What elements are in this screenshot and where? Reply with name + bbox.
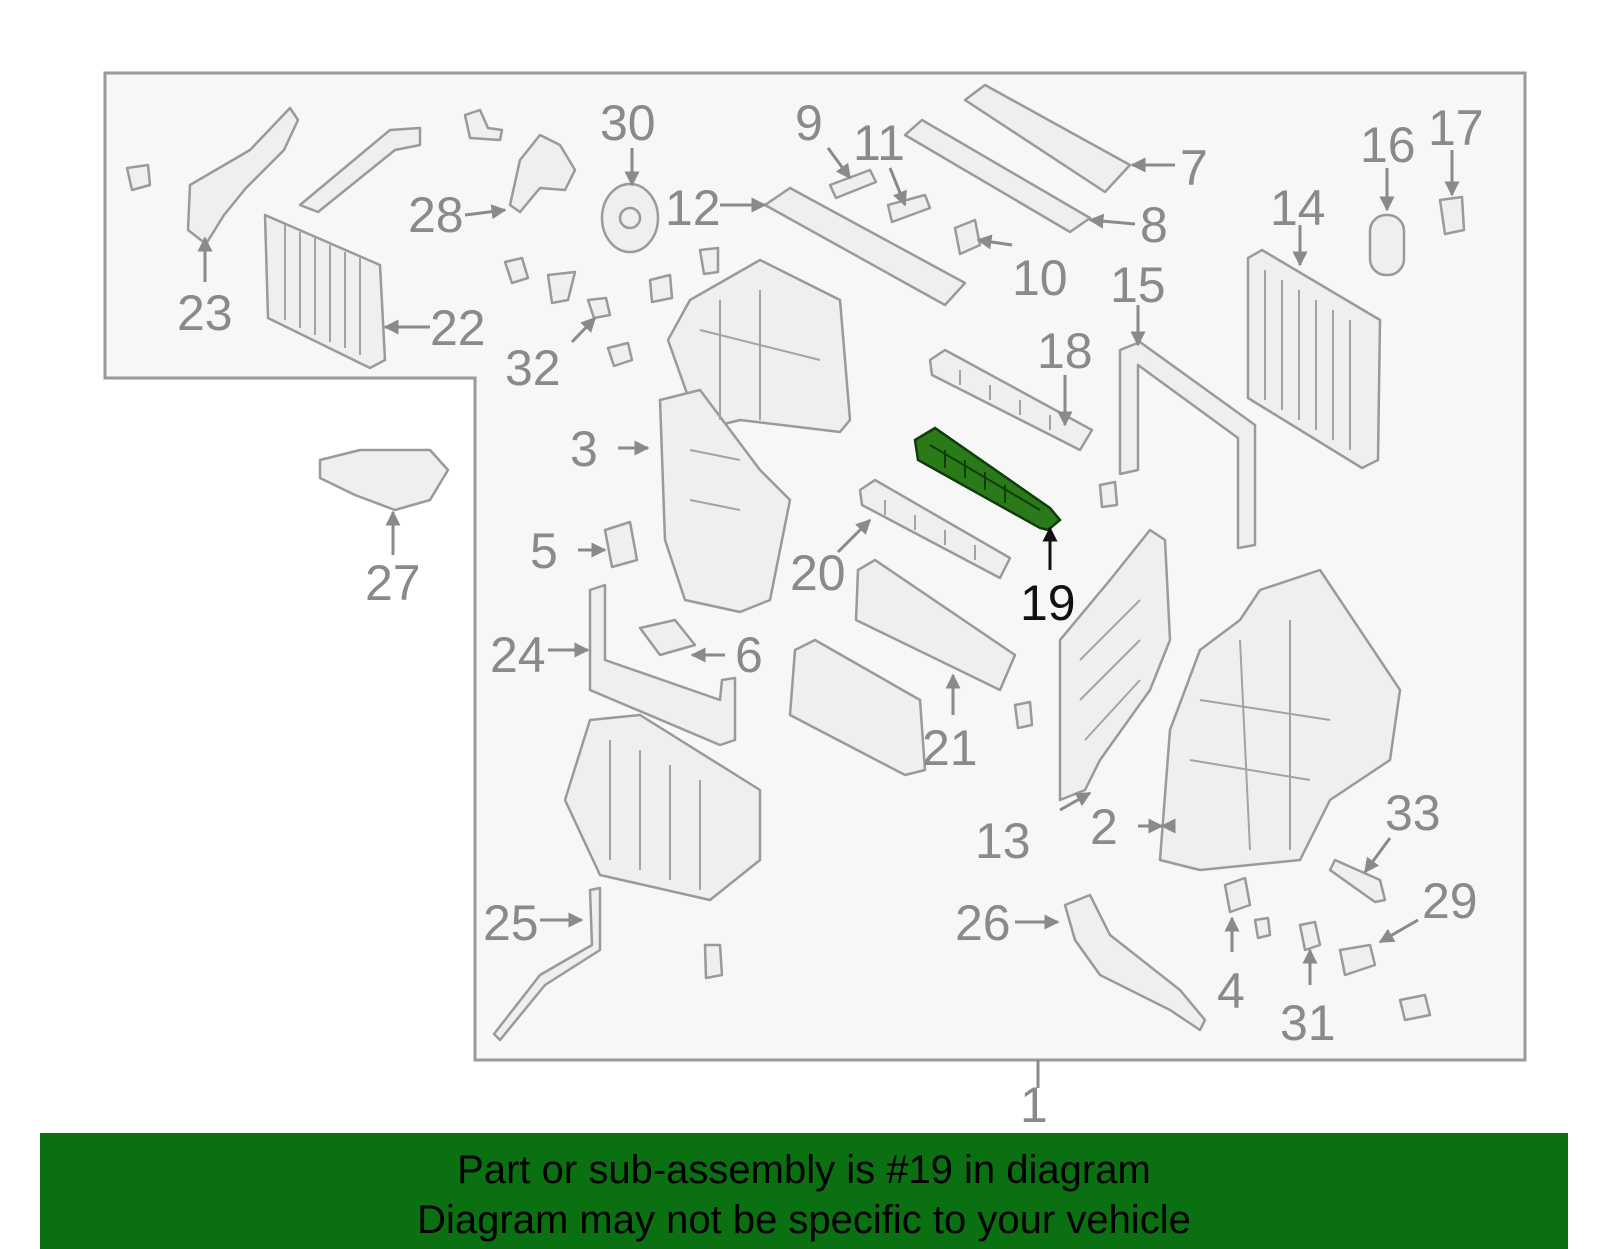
callout-24: 24: [490, 627, 546, 683]
part-31-29-33-small: [1253, 858, 1432, 1022]
part-3-case-upper: [658, 258, 852, 614]
callout-26: 26: [955, 895, 1011, 951]
callout-8: 8: [1140, 197, 1168, 253]
callout-18: 18: [1037, 323, 1093, 379]
banner-line-1: Part or sub-assembly is #19 in diagram: [457, 1148, 1151, 1192]
callout-32: 32: [505, 340, 561, 396]
part-19-highlighted[interactable]: [913, 426, 1062, 532]
part-20-door: [858, 478, 1012, 580]
part-18-door: [928, 348, 1094, 452]
callout-4: 4: [1217, 963, 1245, 1019]
callout-2: 2: [1090, 799, 1118, 855]
callout-29: 29: [1422, 873, 1478, 929]
part-14-evaporator: [1246, 248, 1382, 470]
part-16-17-grommets: [1368, 195, 1466, 277]
part-4-gasket: [1223, 876, 1252, 914]
part-13-case-side: [1058, 528, 1172, 802]
part-25-blower-case: [492, 713, 762, 1042]
part-15-seal-frame: [1118, 340, 1257, 550]
callout-10: 10: [1012, 250, 1068, 306]
part-27-duct: [318, 448, 450, 512]
callout-27: 27: [365, 555, 421, 611]
part-9-10-11-pads: [828, 168, 982, 256]
part-12-seal-strip: [763, 186, 967, 307]
bolts: [1013, 480, 1119, 730]
part-26-duct: [1063, 893, 1207, 1032]
part-22-heater-core: [263, 126, 422, 370]
callout-30: 30: [600, 95, 656, 151]
callout-31: 31: [1280, 995, 1336, 1051]
part-5-6-gaskets: [603, 520, 697, 657]
callout-7: 7: [1180, 140, 1208, 196]
callout-23: 23: [177, 285, 233, 341]
callout-5: 5: [530, 523, 558, 579]
callout-16: 16: [1360, 117, 1416, 173]
callout-33: 33: [1385, 785, 1441, 841]
callout-21: 21: [922, 720, 978, 776]
part-32-clips: [503, 246, 720, 368]
callout-19-highlighted: 19: [1020, 575, 1076, 631]
callout-13: 13: [975, 813, 1031, 869]
part-30-motor: [600, 182, 660, 254]
callout-28: 28: [408, 187, 464, 243]
callout-12: 12: [665, 180, 721, 236]
callout-25: 25: [483, 895, 539, 951]
callout-22: 22: [430, 300, 486, 356]
info-banner: Part or sub-assembly is #19 in diagram D…: [40, 1133, 1568, 1249]
callout-3: 3: [570, 421, 598, 477]
part-28-actuator: [463, 108, 577, 214]
leader-lines: [197, 147, 1460, 985]
callout-15: 15: [1110, 257, 1166, 313]
part-21-door: [788, 558, 1017, 777]
part-23-bracket: [125, 106, 300, 246]
callout-6: 6: [735, 627, 763, 683]
callout-20: 20: [790, 545, 846, 601]
callout-11: 11: [853, 115, 905, 171]
part-24-bracket: [588, 583, 737, 747]
callout-9: 9: [795, 95, 823, 151]
callout-1: 1: [1020, 1077, 1048, 1133]
callout-14: 14: [1270, 180, 1326, 236]
callout-17: 17: [1428, 100, 1484, 156]
banner-line-2: Diagram may not be specific to your vehi…: [417, 1198, 1191, 1242]
part-2-case-lower: [1158, 568, 1402, 872]
